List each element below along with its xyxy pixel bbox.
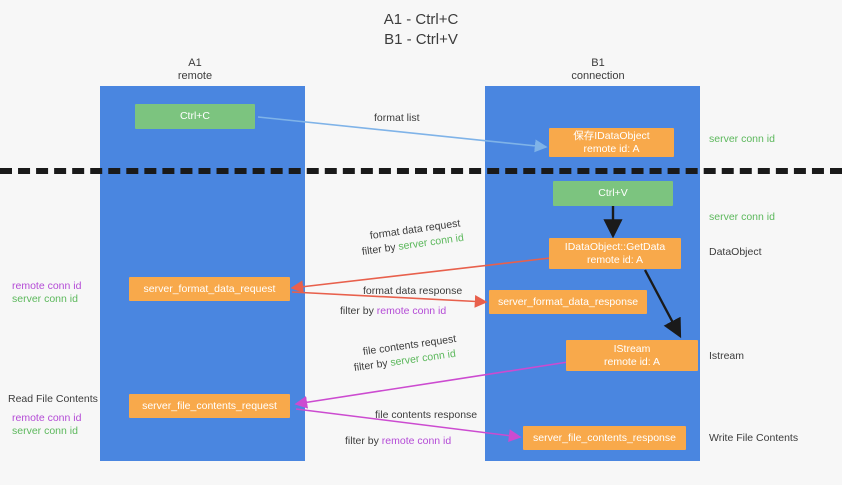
node-save-idataobject-sub: remote id: A [583,142,640,155]
arrow-format-data-request [290,257,551,294]
node-server-format-data-request-label: server_format_data_request [143,282,276,295]
node-ctrl-c-label: Ctrl+C [179,110,211,122]
column-header-b1: B1 connection [533,57,663,83]
edge-label-file-contents-response: file contents response [375,409,478,421]
node-istream-sub: remote id: A [603,355,661,368]
arrow-format-list [257,116,548,153]
arrow-file-contents-request [294,361,569,409]
node-server-format-data-response[interactable]: server_format_data_response [489,290,647,314]
column-header-a1: A1 remote [130,57,260,83]
side-label-remote-conn-id-1: remote conn id [12,280,82,292]
arrow-format-data-response [291,291,488,308]
edge-label-format-data-response: format data response [363,285,463,297]
column-header-a1-name: A1 [188,57,202,69]
arrow-getdata-to-istream [643,269,682,339]
node-ctrl-v[interactable]: Ctrl+V [553,181,673,206]
side-label-server-conn-id-2: server conn id [709,211,775,223]
column-header-b1-name: B1 [591,57,605,69]
side-label-server-conn-id-3: server conn id [12,293,78,305]
side-label-remote-conn-id-2: remote conn id [12,412,82,424]
node-server-file-contents-response-label: server_file_contents_response [532,431,676,444]
node-server-file-contents-request-label: server_file_contents_request [142,399,277,412]
side-label-write-file-contents: Write File Contents [709,432,799,444]
side-label-istream: Istream [709,350,745,362]
title-line-1: A1 - Ctrl+C [383,11,459,28]
side-label-read-file-contents: Read File Contents [8,393,98,405]
node-server-format-data-response-label: server_format_data_response [497,295,639,308]
column-header-b1-sub: connection [571,70,625,82]
title-line-2: B1 - Ctrl+V [384,31,458,48]
node-server-file-contents-response[interactable]: server_file_contents_response [523,426,686,450]
edge-label-file-contents-response-filter: filter by remote conn id [345,434,451,448]
page-title: A1 - Ctrl+C B1 - Ctrl+V [0,10,842,50]
node-idataobject-getdata[interactable]: IDataObject::GetData remote id: A [549,238,681,269]
node-save-idataobject[interactable]: 保存IDataObject remote id: A [549,128,674,157]
column-header-a1-sub: remote [177,70,213,82]
node-server-file-contents-request[interactable]: server_file_contents_request [129,394,290,418]
remote-conn-id-text: remote conn id [376,305,447,317]
side-label-server-conn-id-1: server conn id [709,133,775,145]
node-istream-title: IStream [613,342,651,355]
edge-label-format-list: format list [374,112,420,124]
node-istream[interactable]: IStream remote id: A [566,340,698,371]
filter-by-text: filter by [340,305,374,317]
side-label-dataobject: DataObject [709,246,762,258]
node-ctrl-c[interactable]: Ctrl+C [135,104,255,129]
divider-dashed-line [0,168,842,174]
node-server-format-data-request[interactable]: server_format_data_request [129,277,290,301]
remote-conn-id-text: remote conn id [381,435,452,447]
node-ctrl-v-label: Ctrl+V [598,187,628,199]
side-label-server-conn-id-4: server conn id [12,425,78,437]
edge-label-format-data-response-filter: filter by remote conn id [340,304,446,318]
node-getdata-sub: remote id: A [586,253,644,266]
node-save-idataobject-title: 保存IDataObject [573,129,650,142]
filter-by-text: filter by [345,435,379,447]
arrow-file-contents-response [295,408,522,442]
node-getdata-title: IDataObject::GetData [564,240,666,253]
